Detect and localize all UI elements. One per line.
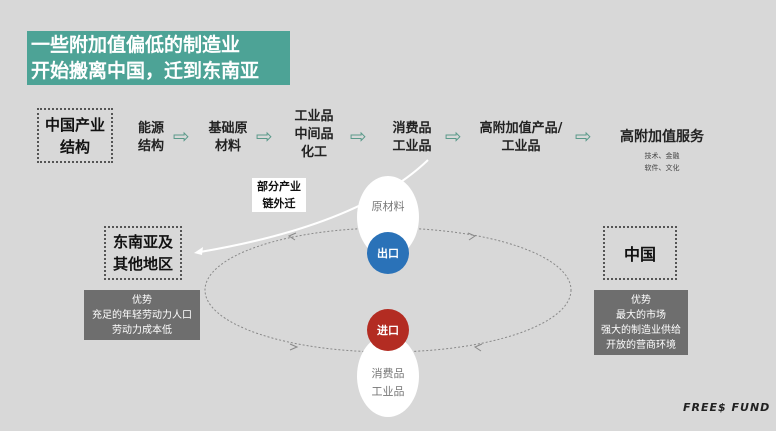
bottom-bubble-2: 工业品 xyxy=(371,385,405,398)
step-intermediate: 工业品中间品化工 xyxy=(294,109,334,160)
arrow-right-icon: ⇨ xyxy=(256,124,273,148)
arrow-right-icon: ⇨ xyxy=(445,124,462,148)
china-adv-title: 优势 xyxy=(631,295,651,306)
china-name: 中国 xyxy=(623,245,656,264)
service-detail-2: 软件、文化 xyxy=(644,164,680,172)
service-detail: 技术、金融 软件、文化 xyxy=(612,150,712,174)
china-adv-item: 最大的市场 xyxy=(616,310,666,321)
china-adv-item: 强大的制造业供给 xyxy=(601,325,681,336)
step-raw-material: 基础原材料 xyxy=(208,121,248,154)
bottom-bubble-1: 消费品 xyxy=(371,367,405,380)
title-line-1: 一些附加值偏低的制造业 xyxy=(31,34,241,56)
sea-region-box: 东南亚及其他地区 xyxy=(104,226,182,280)
chain-header: 中国产业结构 xyxy=(44,115,105,156)
china-adv-item: 开放的营商环境 xyxy=(606,340,676,351)
raw-material-text: 原材料 xyxy=(371,200,405,213)
step-energy: 能源结构 xyxy=(137,121,164,154)
migration-label: 部分产业链外迁 xyxy=(252,178,306,212)
export-badge: 出口 xyxy=(367,232,409,274)
sea-adv-title: 优势 xyxy=(132,295,152,306)
service-detail-1: 技术、金融 xyxy=(644,152,680,160)
arrow-right-icon: ⇨ xyxy=(350,124,367,148)
sea-adv-item: 充足的年轻劳动力人口 xyxy=(92,310,192,321)
step-consumer-goods: 消费品工业品 xyxy=(392,121,432,154)
china-industry-structure-box: 中国产业结构 xyxy=(37,108,113,163)
step-high-value-services: 高附加值服务 xyxy=(620,129,704,145)
import-badge: 进口 xyxy=(367,309,409,351)
china-advantages: 优势 最大的市场 强大的制造业供给 开放的营商环境 xyxy=(594,290,688,355)
arrow-right-icon: ⇨ xyxy=(575,124,592,148)
migration-arrowhead-icon xyxy=(194,247,203,255)
cycle-arrowheads xyxy=(287,232,483,352)
migration-curve xyxy=(199,159,429,253)
sea-adv-item: 劳动力成本低 xyxy=(112,325,172,336)
title-line-2: 开始搬离中国，迁到东南亚 xyxy=(31,60,260,82)
arrow-right-icon: ⇨ xyxy=(173,124,190,148)
slide-title: 一些附加值偏低的制造业 开始搬离中国，迁到东南亚 xyxy=(27,31,290,85)
china-box: 中国 xyxy=(603,226,677,280)
sea-name: 东南亚及其他地区 xyxy=(112,233,173,273)
brand-logo: FREE$ FUND xyxy=(683,401,771,414)
sea-advantages: 优势 充足的年轻劳动力人口 劳动力成本低 xyxy=(84,290,200,340)
step-high-value-goods: 高附加值产品/工业品 xyxy=(479,121,563,154)
